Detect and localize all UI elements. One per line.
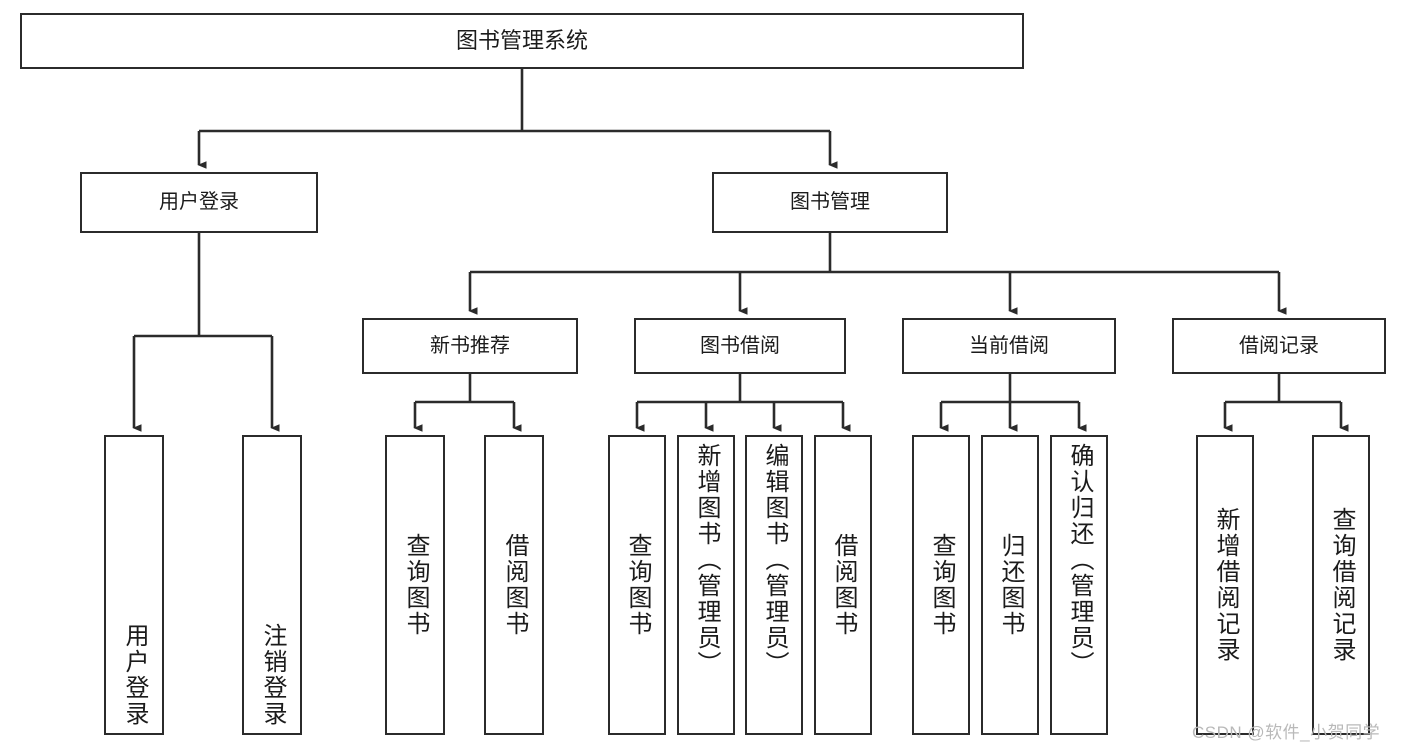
node-borrow-record-label: 借阅记录 — [1239, 334, 1319, 357]
node-root[interactable]: 图书管理系统 — [20, 13, 1024, 69]
node-book-manage[interactable]: 图书管理 — [712, 172, 948, 233]
node-current-borrow-label: 当前借阅 — [969, 334, 1049, 357]
leaf-user-logout-label: 注销登录 — [259, 623, 286, 727]
leaf-confirm-return-label: 确认归还（管理员） — [1066, 443, 1093, 677]
leaf-query-book-2[interactable]: 查询图书 — [608, 435, 666, 735]
leaf-borrow-book-1-label: 借阅图书 — [501, 533, 528, 637]
node-book-borrow-label: 图书借阅 — [700, 334, 780, 357]
node-user-login[interactable]: 用户登录 — [80, 172, 318, 233]
leaf-borrow-book-2-label: 借阅图书 — [830, 533, 857, 637]
node-new-book-rec-label: 新书推荐 — [430, 334, 510, 357]
node-borrow-record[interactable]: 借阅记录 — [1172, 318, 1386, 374]
leaf-user-login[interactable]: 用户登录 — [104, 435, 164, 735]
leaf-add-record[interactable]: 新增借阅记录 — [1196, 435, 1254, 735]
leaf-add-book-label: 新增图书（管理员） — [693, 443, 720, 677]
node-book-borrow[interactable]: 图书借阅 — [634, 318, 846, 374]
leaf-query-record[interactable]: 查询借阅记录 — [1312, 435, 1370, 735]
leaf-return-book-label: 归还图书 — [997, 533, 1024, 637]
leaf-borrow-book-2[interactable]: 借阅图书 — [814, 435, 872, 735]
leaf-edit-book[interactable]: 编辑图书（管理员） — [745, 435, 803, 735]
leaf-query-book-1[interactable]: 查询图书 — [385, 435, 445, 735]
leaf-query-book-3-label: 查询图书 — [928, 533, 955, 637]
leaf-user-login-label: 用户登录 — [121, 623, 148, 727]
leaf-add-book[interactable]: 新增图书（管理员） — [677, 435, 735, 735]
node-new-book-rec[interactable]: 新书推荐 — [362, 318, 578, 374]
leaf-user-logout[interactable]: 注销登录 — [242, 435, 302, 735]
node-user-login-label: 用户登录 — [159, 191, 239, 213]
node-current-borrow[interactable]: 当前借阅 — [902, 318, 1116, 374]
leaf-query-book-3[interactable]: 查询图书 — [912, 435, 970, 735]
node-root-label: 图书管理系统 — [455, 28, 588, 54]
leaf-query-book-2-label: 查询图书 — [624, 533, 651, 637]
leaf-return-book[interactable]: 归还图书 — [981, 435, 1039, 735]
leaf-confirm-return[interactable]: 确认归还（管理员） — [1050, 435, 1108, 735]
leaf-query-record-label: 查询借阅记录 — [1328, 507, 1355, 663]
watermark-text: CSDN @软件_小贺同学 — [1192, 723, 1381, 742]
node-book-manage-label: 图书管理 — [790, 191, 870, 213]
leaf-query-book-1-label: 查询图书 — [402, 533, 429, 637]
leaf-borrow-book-1[interactable]: 借阅图书 — [484, 435, 544, 735]
leaf-add-record-label: 新增借阅记录 — [1212, 507, 1239, 663]
leaf-edit-book-label: 编辑图书（管理员） — [761, 443, 788, 677]
